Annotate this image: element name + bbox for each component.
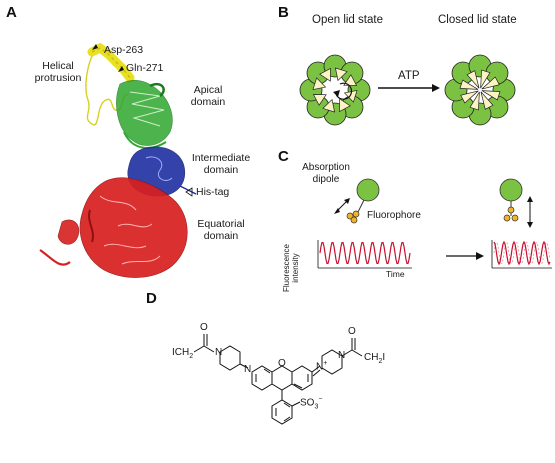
panel-label-c: C	[278, 148, 289, 165]
bond	[239, 363, 249, 369]
fluorophore-dot	[346, 212, 354, 220]
gln-271-label: Gln-271	[126, 62, 164, 74]
double-bond	[283, 402, 291, 408]
lid-segment	[480, 69, 491, 89]
xanthene-right-ring	[291, 365, 313, 391]
lid-segment	[322, 98, 336, 113]
bond	[203, 345, 215, 353]
bond	[351, 349, 363, 357]
rotation-arrow-icon	[335, 82, 353, 100]
rotation-arrowhead-icon	[333, 90, 340, 97]
transition-arrowhead-icon	[476, 252, 484, 260]
pendant-benzene-ring	[271, 399, 293, 425]
panel-label-a: A	[6, 4, 17, 21]
equatorial-domain-ribbon	[39, 177, 188, 278]
atp-label: ATP	[398, 70, 420, 82]
bond	[341, 349, 353, 357]
closed-lid-state-title: Closed lid state	[438, 14, 517, 26]
protein-sphere-left	[356, 178, 380, 202]
dipole-arrowhead-icon	[527, 222, 533, 228]
lid-segment	[481, 90, 501, 101]
lid-segment	[334, 67, 348, 82]
absorption-dipole-label: Absorption dipole	[302, 162, 350, 185]
apical-domain-label: Apical domain	[190, 84, 226, 108]
lid-segment	[480, 91, 494, 110]
asp-pointer-icon	[92, 44, 98, 50]
double-bond	[283, 416, 291, 422]
lid-segment	[319, 67, 331, 82]
dipole-arrowhead-icon	[344, 198, 350, 204]
right-carbonyl-oxygen: O	[348, 326, 356, 337]
xanthene-left-ring	[251, 365, 273, 391]
fluorescence-wave-left	[319, 241, 411, 265]
double-bond	[263, 368, 271, 374]
sulfonate-group: SO3−	[300, 396, 323, 411]
left-carbonyl-oxygen: O	[200, 322, 208, 333]
open-lid-ring	[299, 54, 371, 126]
fluorophore-dot	[511, 214, 519, 222]
linker-left	[357, 199, 365, 213]
left-iodoacetyl-group: ICH2	[172, 347, 194, 360]
bond	[193, 345, 205, 353]
fluorescence-wave-right-previous	[493, 242, 551, 264]
xanthene-oxygen: O	[278, 358, 286, 369]
left-piperazine-ring	[219, 345, 241, 371]
equatorial-domain-label: Equatorial domain	[197, 218, 245, 242]
double-bond	[311, 365, 321, 373]
fluorophore-label: Fluorophore	[367, 210, 421, 221]
right-iodoacetyl-group: CH2I	[364, 352, 386, 365]
fluorophore-dot	[352, 210, 360, 218]
panel-label-d: D	[146, 290, 157, 307]
bond	[291, 401, 301, 407]
panel-label-b: B	[278, 4, 289, 21]
asp-263-label: Asp-263	[104, 44, 144, 56]
right-piperazine-ring	[321, 349, 343, 375]
lid-segment	[339, 98, 351, 113]
lid-segment	[460, 90, 479, 104]
right-piperazine-nitrogen: N	[338, 350, 346, 361]
lid-segment	[312, 94, 327, 106]
his-tag-label: His-tag	[196, 186, 230, 198]
open-lid-state-title: Open lid state	[312, 14, 383, 26]
fluorophore-dot	[507, 206, 515, 214]
lid-segment	[343, 74, 358, 86]
atp-arrowhead-icon	[432, 84, 440, 92]
double-bond	[293, 383, 303, 389]
gln-pointer-icon	[118, 66, 124, 72]
intermediate-domain-label: Intermediate domain	[191, 152, 251, 176]
lid-segment	[312, 77, 327, 91]
lid-segment	[481, 76, 500, 90]
time-axis-label: Time	[386, 269, 405, 279]
his-tag-pointer-icon	[185, 187, 193, 197]
lid-segment	[469, 91, 480, 111]
dipole-arrowhead-icon	[334, 208, 340, 214]
lid-segment	[459, 79, 479, 90]
lid-segment	[466, 70, 480, 89]
dipole-arrowhead-icon	[527, 196, 533, 202]
apical-domain-ribbon	[116, 80, 173, 149]
right-piperazine-nitrogen-plus: N+	[316, 360, 328, 373]
closed-lid-ring	[444, 54, 516, 126]
left-piperazine-nitrogen-top: N	[215, 347, 223, 358]
double-bond	[312, 369, 321, 377]
helical-protrusion-label: Helical protrusion	[34, 60, 82, 84]
left-piperazine-nitrogen-bottom: N	[244, 364, 252, 375]
fluorophore-dot	[503, 214, 511, 222]
fluorescence-wave-right	[493, 240, 551, 266]
fluorophore-dot	[350, 216, 358, 224]
